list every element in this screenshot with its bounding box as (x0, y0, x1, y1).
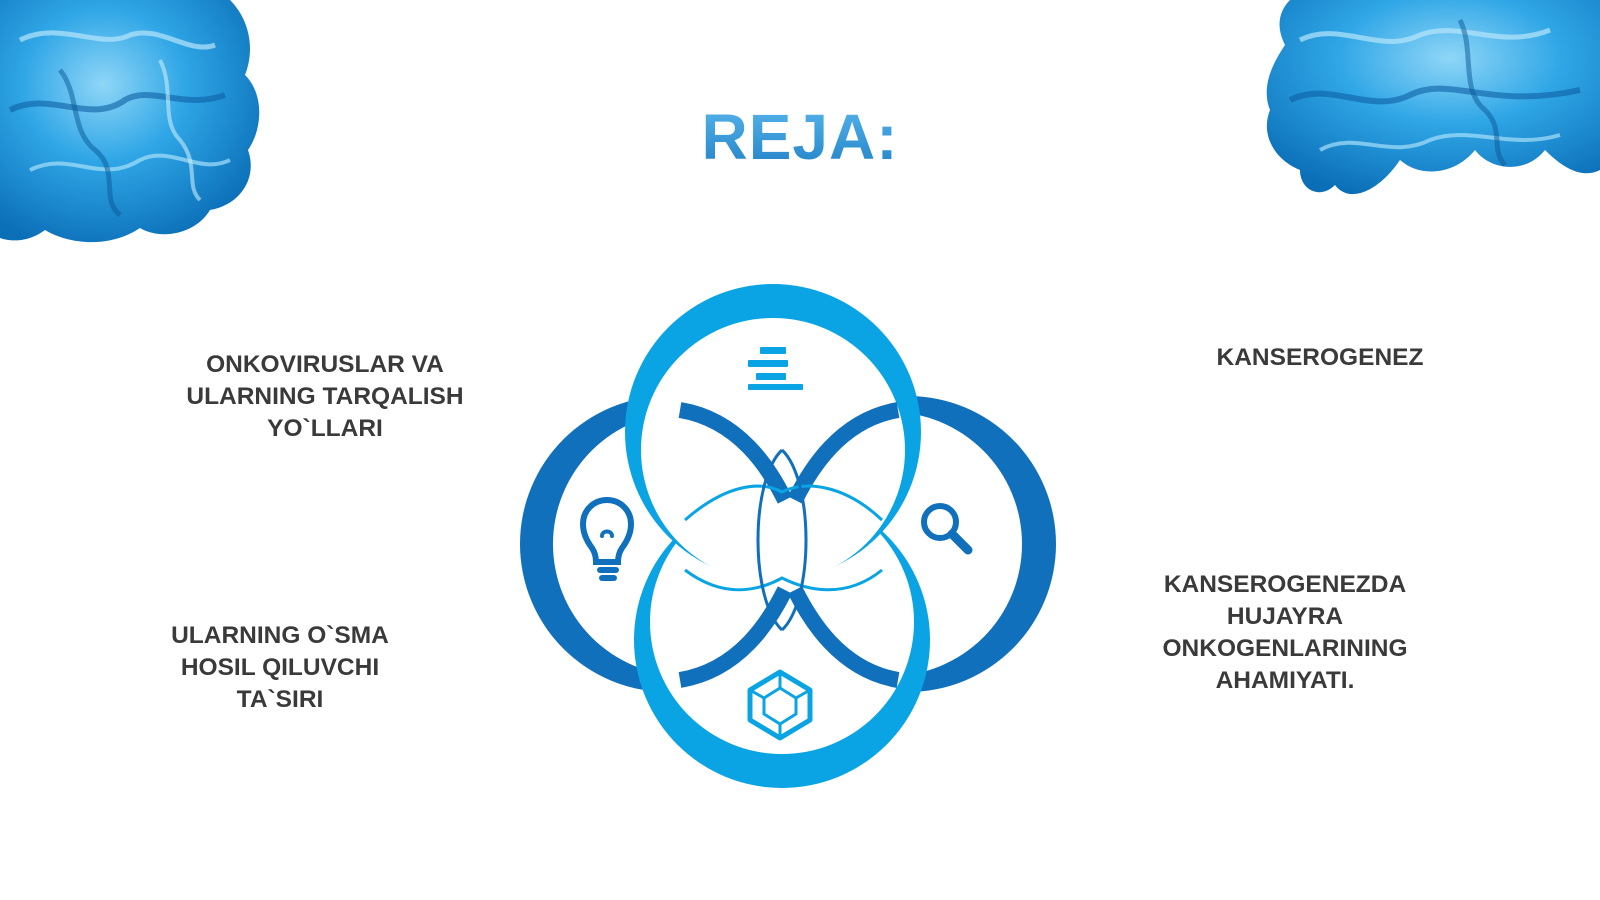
ink-cloud-decoration-left (0, 0, 260, 243)
plan-item-line: ULARNING O`SMA (171, 622, 389, 649)
plan-item-line: YO`LLARI (267, 415, 383, 442)
ink-cloud-decoration-right (1266, 0, 1600, 195)
plan-item-top-left: ONKOVIRUSLAR VA ULARNING TARQALISH YO`LL… (150, 349, 500, 445)
cube-icon (747, 669, 813, 741)
plan-item-line: ONKOVIRUSLAR VA (206, 351, 444, 378)
lightbulb-icon (579, 496, 635, 581)
plan-item-line: ONKOGENLARINING (1162, 635, 1408, 662)
four-ring-diagram (520, 284, 1056, 788)
plan-item-top-right: KANSEROGENEZ (1170, 342, 1470, 374)
ring-top (625, 284, 921, 582)
bars-icon (748, 347, 803, 390)
plan-item-line: TA`SIRI (236, 686, 324, 713)
search-icon (921, 503, 973, 555)
plan-item-line: AHAMIYATI. (1215, 667, 1355, 694)
plan-item-line: HUJAYRA (1226, 603, 1344, 630)
plan-item-line: ULARNING TARQALISH (186, 383, 464, 410)
plan-item-line: HOSIL QILUVCHI (180, 654, 380, 681)
plan-item-line: KANSEROGENEZ (1216, 344, 1424, 371)
slide-title: REJA: (600, 100, 1000, 174)
ring-interlace-lines (678, 402, 900, 688)
plan-item-line: KANSEROGENEZDA (1163, 571, 1407, 598)
plan-item-bottom-right: KANSEROGENEZDA HUJAYRA ONKOGENLARINING A… (1120, 569, 1450, 697)
plan-item-bottom-left: ULARNING O`SMA HOSIL QILUVCHI TA`SIRI (130, 620, 430, 716)
